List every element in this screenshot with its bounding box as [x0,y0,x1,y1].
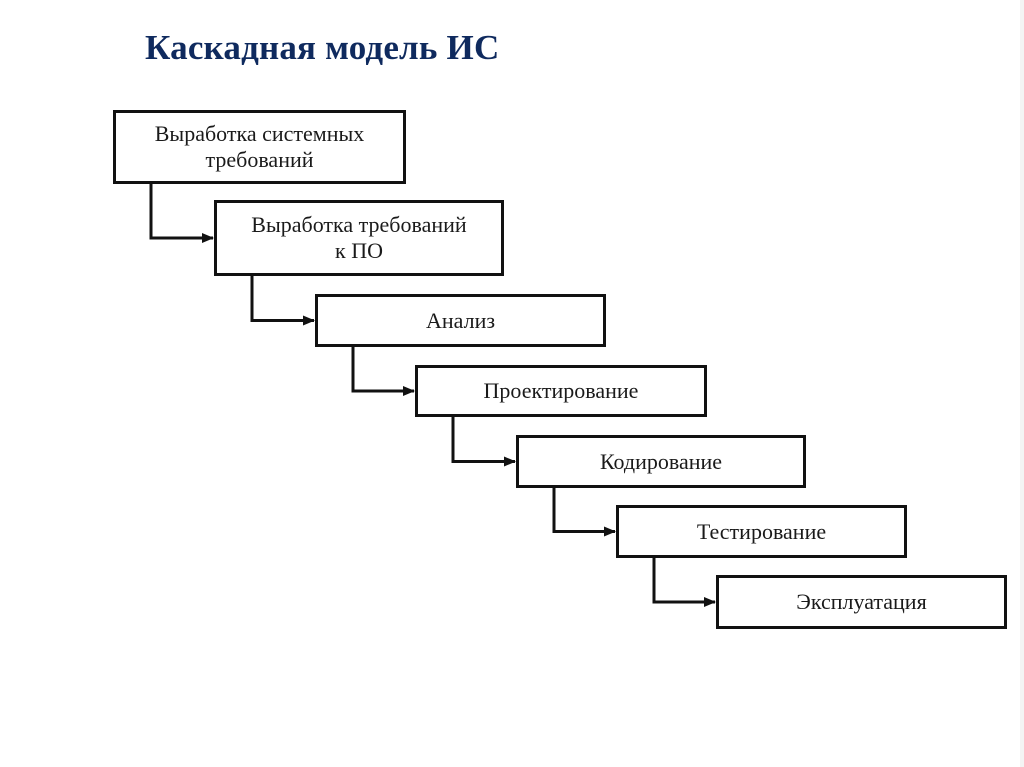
slide-title: Каскадная модель ИС [145,28,500,67]
stage-operation: Эксплуатация [716,575,1007,629]
connector-arrow-software-requirements-to-analysis [250,276,315,326]
stage-software-requirements: Выработка требований к ПО [214,200,504,276]
connector-arrow-testing-to-operation [652,558,716,607]
stage-coding: Кодирование [516,435,806,488]
connector-arrow-coding-to-testing [552,488,616,537]
stage-label: Эксплуатация [796,589,927,614]
stage-label: Тестирование [696,518,827,544]
stage-label: Выработка требований к ПО [251,212,467,263]
stage-analysis: Анализ [315,294,606,347]
stage-label: Анализ [425,307,496,333]
slide-edge [1020,0,1024,767]
stage-testing: Тестирование [616,505,907,558]
stage-label: Проектирование [483,378,639,403]
stage-label: Выработка системных требований [154,121,365,172]
stage-design: Проектирование [415,365,707,417]
stage-system-requirements: Выработка системных требований [113,110,406,184]
stage-label: Кодирование [599,448,723,474]
connector-arrow-system-requirements-to-software-requirements [149,184,214,243]
connector-arrow-analysis-to-design [351,347,415,396]
connector-arrow-design-to-coding [451,417,516,467]
